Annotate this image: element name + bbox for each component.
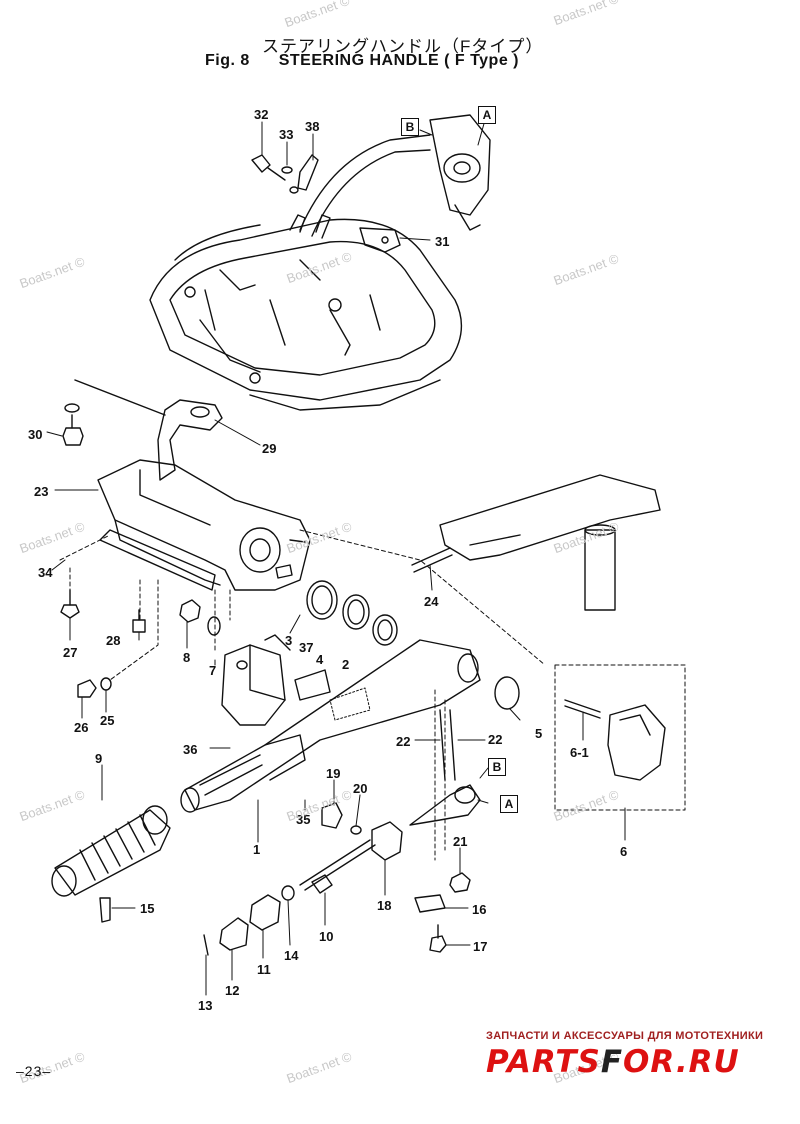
part-label-18: 18 [377, 898, 392, 913]
part-label-31: 31 [435, 234, 450, 249]
part-label-12: 12 [225, 983, 240, 998]
part-label-23: 23 [34, 484, 49, 499]
hardware-left [60, 589, 221, 698]
part-label-36: 36 [183, 742, 198, 757]
title-japanese: ステアリングハンドル（Fタイプ） [262, 37, 544, 56]
part-label-22-right: 22 [488, 732, 503, 747]
part-label-19: 19 [326, 766, 341, 781]
part-label-4: 4 [316, 652, 324, 667]
part-label-32: 32 [254, 107, 269, 122]
part-label-22-left: 22 [396, 734, 411, 749]
bracket-29 [62, 379, 223, 481]
small-parts-bottom [99, 874, 333, 956]
brand-logo-part1: PARTS [486, 1044, 601, 1080]
part-label-28: 28 [106, 633, 121, 648]
shift-lever-6 [494, 676, 666, 781]
brand-logo-block[interactable]: ЗАПЧАСТИ И АКСЕССУАРЫ ДЛЯ МОТОТЕХНИКИ PA… [486, 1030, 786, 1080]
ref-box-b-top: B [401, 118, 419, 136]
throttle-grip-9 [51, 805, 171, 897]
brand-tagline: ЗАПЧАСТИ И АКСЕССУАРЫ ДЛЯ МОТОТЕХНИКИ [486, 1030, 764, 1042]
part-label-13: 13 [198, 998, 213, 1013]
ref-box-a-bottom: A [500, 795, 518, 813]
part-label-3: 3 [285, 633, 293, 648]
steering-bracket-23 [97, 459, 311, 591]
link-arm-top [299, 114, 491, 253]
part-label-29: 29 [262, 441, 277, 456]
part-label-27: 27 [63, 645, 78, 660]
page-number: –23– [16, 1063, 52, 1079]
figure-title-english: STEERING HANDLE ( F Type ) [278, 52, 519, 69]
part-label-34: 34 [38, 565, 53, 580]
part-label-5: 5 [535, 726, 543, 741]
part-label-11: 11 [257, 962, 271, 977]
part-label-24: 24 [424, 594, 439, 609]
link-rod-22 [409, 709, 481, 826]
part-label-17: 17 [473, 939, 488, 954]
bearing-rings [306, 580, 398, 646]
swivel-bracket [411, 474, 661, 611]
part-label-8: 8 [183, 650, 191, 665]
hardware-right [414, 872, 471, 953]
brand-logo-part2: OR.RU [623, 1044, 740, 1080]
part-label-20: 20 [353, 781, 368, 796]
part-label-7: 7 [209, 663, 217, 678]
part-label-2: 2 [342, 657, 350, 672]
part-label-1: 1 [253, 842, 261, 857]
ref-box-a-top: A [478, 106, 496, 124]
friction-assembly [299, 802, 403, 891]
part-label-35: 35 [296, 812, 311, 827]
part-label-16: 16 [472, 902, 487, 917]
part-label-21: 21 [453, 834, 468, 849]
bolt-set-top [251, 154, 331, 239]
part-label-6-1: 6-1 [570, 745, 589, 760]
stop-switch-7 [221, 634, 291, 726]
part-label-38: 38 [305, 119, 320, 134]
ref-box-b-bottom: B [488, 758, 506, 776]
part-label-15: 15 [140, 901, 155, 916]
part-label-37: 37 [299, 640, 314, 655]
part-label-26: 26 [74, 720, 89, 735]
handle-tube-1 [180, 639, 481, 813]
part-label-10: 10 [319, 929, 334, 944]
part-label-6: 6 [620, 844, 628, 859]
part-label-30: 30 [28, 427, 43, 442]
part-label-9: 9 [95, 751, 103, 766]
part-label-25: 25 [100, 713, 115, 728]
brand-logo: PARTSFOR.RU [486, 1044, 786, 1080]
part-label-14: 14 [284, 948, 299, 963]
brand-logo-separator: F [600, 1044, 624, 1080]
figure-number: Fig. 8 [205, 52, 250, 69]
part-label-33: 33 [279, 127, 294, 142]
figure-title: Fig. 8 STEERING HANDLE ( F Type ) [205, 52, 519, 70]
engine-mount-frame [149, 218, 463, 411]
